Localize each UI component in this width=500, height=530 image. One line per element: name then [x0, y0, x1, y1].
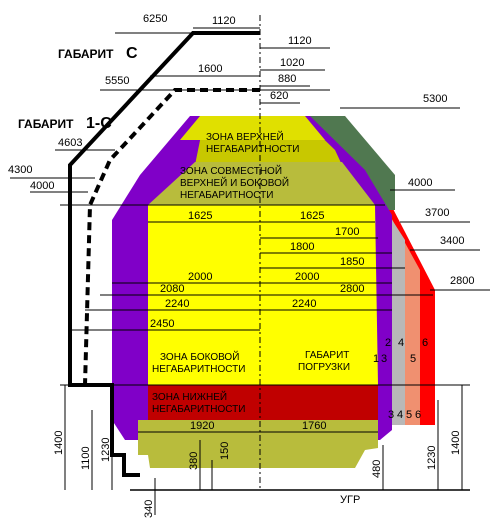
degree-4: 4 [398, 337, 404, 349]
side-zone-line2: НЕГАБАРИТНОСТИ [152, 364, 245, 375]
bottom-1230-right: 1230 [426, 446, 438, 470]
bottom-340: 340 [143, 500, 155, 518]
lower-zone-line1: ЗОНА НИЖНЕЙ [152, 390, 227, 403]
label-1020: 1020 [280, 57, 304, 69]
label-4603: 4603 [58, 137, 82, 149]
label-1120-left: 1120 [212, 15, 236, 27]
gabarit-c-label: ГАБАРИТ [58, 47, 114, 61]
label-3400: 3400 [440, 235, 464, 247]
label-620: 620 [270, 90, 288, 102]
combined-zone-line3: НЕГАБАРИТНОСТИ [180, 190, 273, 201]
combined-zone-line1: ЗОНА СОВМЕСТНОЙ [180, 164, 282, 177]
degree-3: 3 [381, 353, 387, 365]
label-2240-left: 2240 [165, 298, 189, 310]
bottom-1400-right: 1400 [450, 431, 462, 455]
loading-gauge-line2: ПОГРУЗКИ [298, 362, 350, 373]
lower-zone [148, 385, 378, 420]
bottom-1100: 1100 [80, 446, 92, 470]
degree-5-zone [320, 116, 420, 425]
loading-gauge-line1: ГАБАРИТ [305, 350, 349, 361]
degree-1: 1 [373, 353, 379, 365]
label-1625-right: 1625 [300, 210, 324, 222]
degree-2: 2 [385, 337, 391, 349]
bottom-base [138, 420, 378, 468]
row-4: 4 [397, 409, 403, 421]
gabarit-c-letter: С [126, 45, 138, 62]
label-5550: 5550 [105, 75, 129, 87]
bottom-1230-left: 1230 [100, 438, 112, 462]
bottom-1400-left: 1400 [53, 431, 65, 455]
bottom-380: 380 [188, 452, 200, 470]
label-4300: 4300 [8, 164, 32, 176]
gabarit-1c-letter: 1-С [86, 115, 112, 132]
label-880: 880 [278, 73, 296, 85]
label-2450: 2450 [150, 318, 174, 330]
label-2080: 2080 [160, 283, 184, 295]
label-2800-width: 2800 [340, 283, 364, 295]
combined-zone [148, 162, 375, 205]
label-3700: 3700 [425, 207, 449, 219]
row-6: 6 [415, 409, 421, 421]
label-1700: 1700 [335, 226, 359, 238]
label-4000-left: 4000 [30, 180, 54, 192]
label-1800: 1800 [290, 241, 314, 253]
loading-gauge-top [180, 116, 325, 140]
row-3: 3 [388, 409, 394, 421]
side-zone-line1: ЗОНА БОКОВОЙ [160, 350, 239, 363]
label-2240-right: 2240 [292, 298, 316, 310]
bottom-480: 480 [371, 460, 383, 478]
combined-zone-line2: ВЕРХНЕЙ И БОКОВОЙ [180, 176, 289, 189]
label-2800: 2800 [450, 275, 474, 287]
label-1625-left: 1625 [188, 210, 212, 222]
degree-5: 5 [410, 353, 416, 365]
label-1920: 1920 [190, 420, 214, 432]
label-4000-right: 4000 [408, 177, 432, 189]
upper-zone-line1: ЗОНА ВЕРХНЕЙ [206, 130, 284, 143]
lower-zone-line2: НЕГАБАРИТНОСТИ [152, 404, 245, 415]
label-1760: 1760 [302, 420, 326, 432]
label-1850: 1850 [340, 256, 364, 268]
degree-6: 6 [422, 337, 428, 349]
upper-zone-line2: НЕГАБАРИТНОСТИ [206, 144, 299, 155]
bottom-150: 150 [219, 442, 231, 460]
label-5300: 5300 [423, 93, 447, 105]
label-6250: 6250 [143, 13, 167, 25]
rail-level-label: УГР [340, 494, 360, 506]
label-2000-left: 2000 [188, 271, 212, 283]
label-2000-right: 2000 [295, 271, 319, 283]
gabarit-1c-label: ГАБАРИТ [18, 117, 74, 131]
label-1120-right: 1120 [288, 35, 312, 47]
row-5: 5 [406, 409, 412, 421]
label-1600: 1600 [198, 63, 222, 75]
